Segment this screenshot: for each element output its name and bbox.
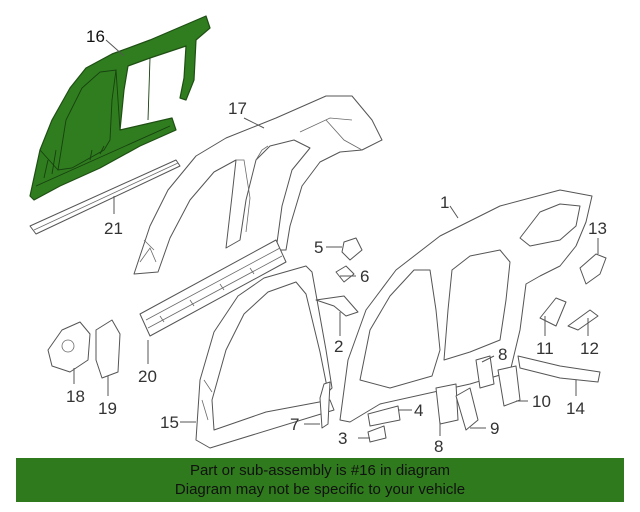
part-16-highlighted[interactable] [29,15,211,201]
callout-10: 10 [532,392,551,411]
callout-18: 18 [66,387,85,406]
part-7[interactable] [319,381,331,429]
callout-2: 2 [334,337,343,356]
callout-5: 5 [314,238,323,257]
part-20[interactable] [139,239,287,337]
callout-16: 16 [86,27,105,46]
part-6[interactable] [335,265,355,283]
part-info-banner: Part or sub-assembly is #16 in diagram D… [16,458,624,502]
callout-6: 6 [360,267,369,286]
banner-line-2: Diagram may not be specific to your vehi… [174,481,466,498]
callout-19: 19 [98,399,117,418]
part-18[interactable] [47,321,91,373]
part-19[interactable] [95,319,121,379]
part-12[interactable] [567,309,599,331]
part-8-lower[interactable] [435,383,459,425]
callout-13: 13 [588,219,607,238]
part-11[interactable] [539,297,567,327]
part-10[interactable] [497,365,521,407]
part-3[interactable] [367,425,387,443]
leader-lines [73,39,599,439]
callout-3: 3 [338,429,347,448]
part-4[interactable] [367,405,401,427]
callout-20: 20 [138,367,157,386]
part-21[interactable] [29,159,181,235]
part-5[interactable] [341,237,363,261]
part-13[interactable] [579,253,607,285]
part-8-upper[interactable] [475,355,495,389]
part-2[interactable] [315,295,359,317]
callout-21: 21 [104,219,123,238]
callout-8-upper: 8 [498,345,507,364]
callout-8-lower: 8 [434,437,443,456]
callout-14: 14 [566,399,585,418]
part-9[interactable] [455,387,479,431]
callout-labels: 1 2 3 4 5 6 7 8 8 9 10 11 12 13 14 15 16… [66,27,607,456]
part-1[interactable] [339,189,593,423]
callout-15: 15 [160,413,179,432]
part-15[interactable] [195,265,335,449]
callout-1: 1 [440,193,449,212]
callout-4: 4 [414,401,423,420]
callout-12: 12 [580,339,599,358]
callout-17: 17 [228,99,247,118]
banner-line-1: Part or sub-assembly is #16 in diagram [189,462,451,479]
callout-11: 11 [536,339,554,358]
callout-7: 7 [290,415,299,434]
callout-9: 9 [490,419,499,438]
part-14[interactable] [517,355,601,383]
